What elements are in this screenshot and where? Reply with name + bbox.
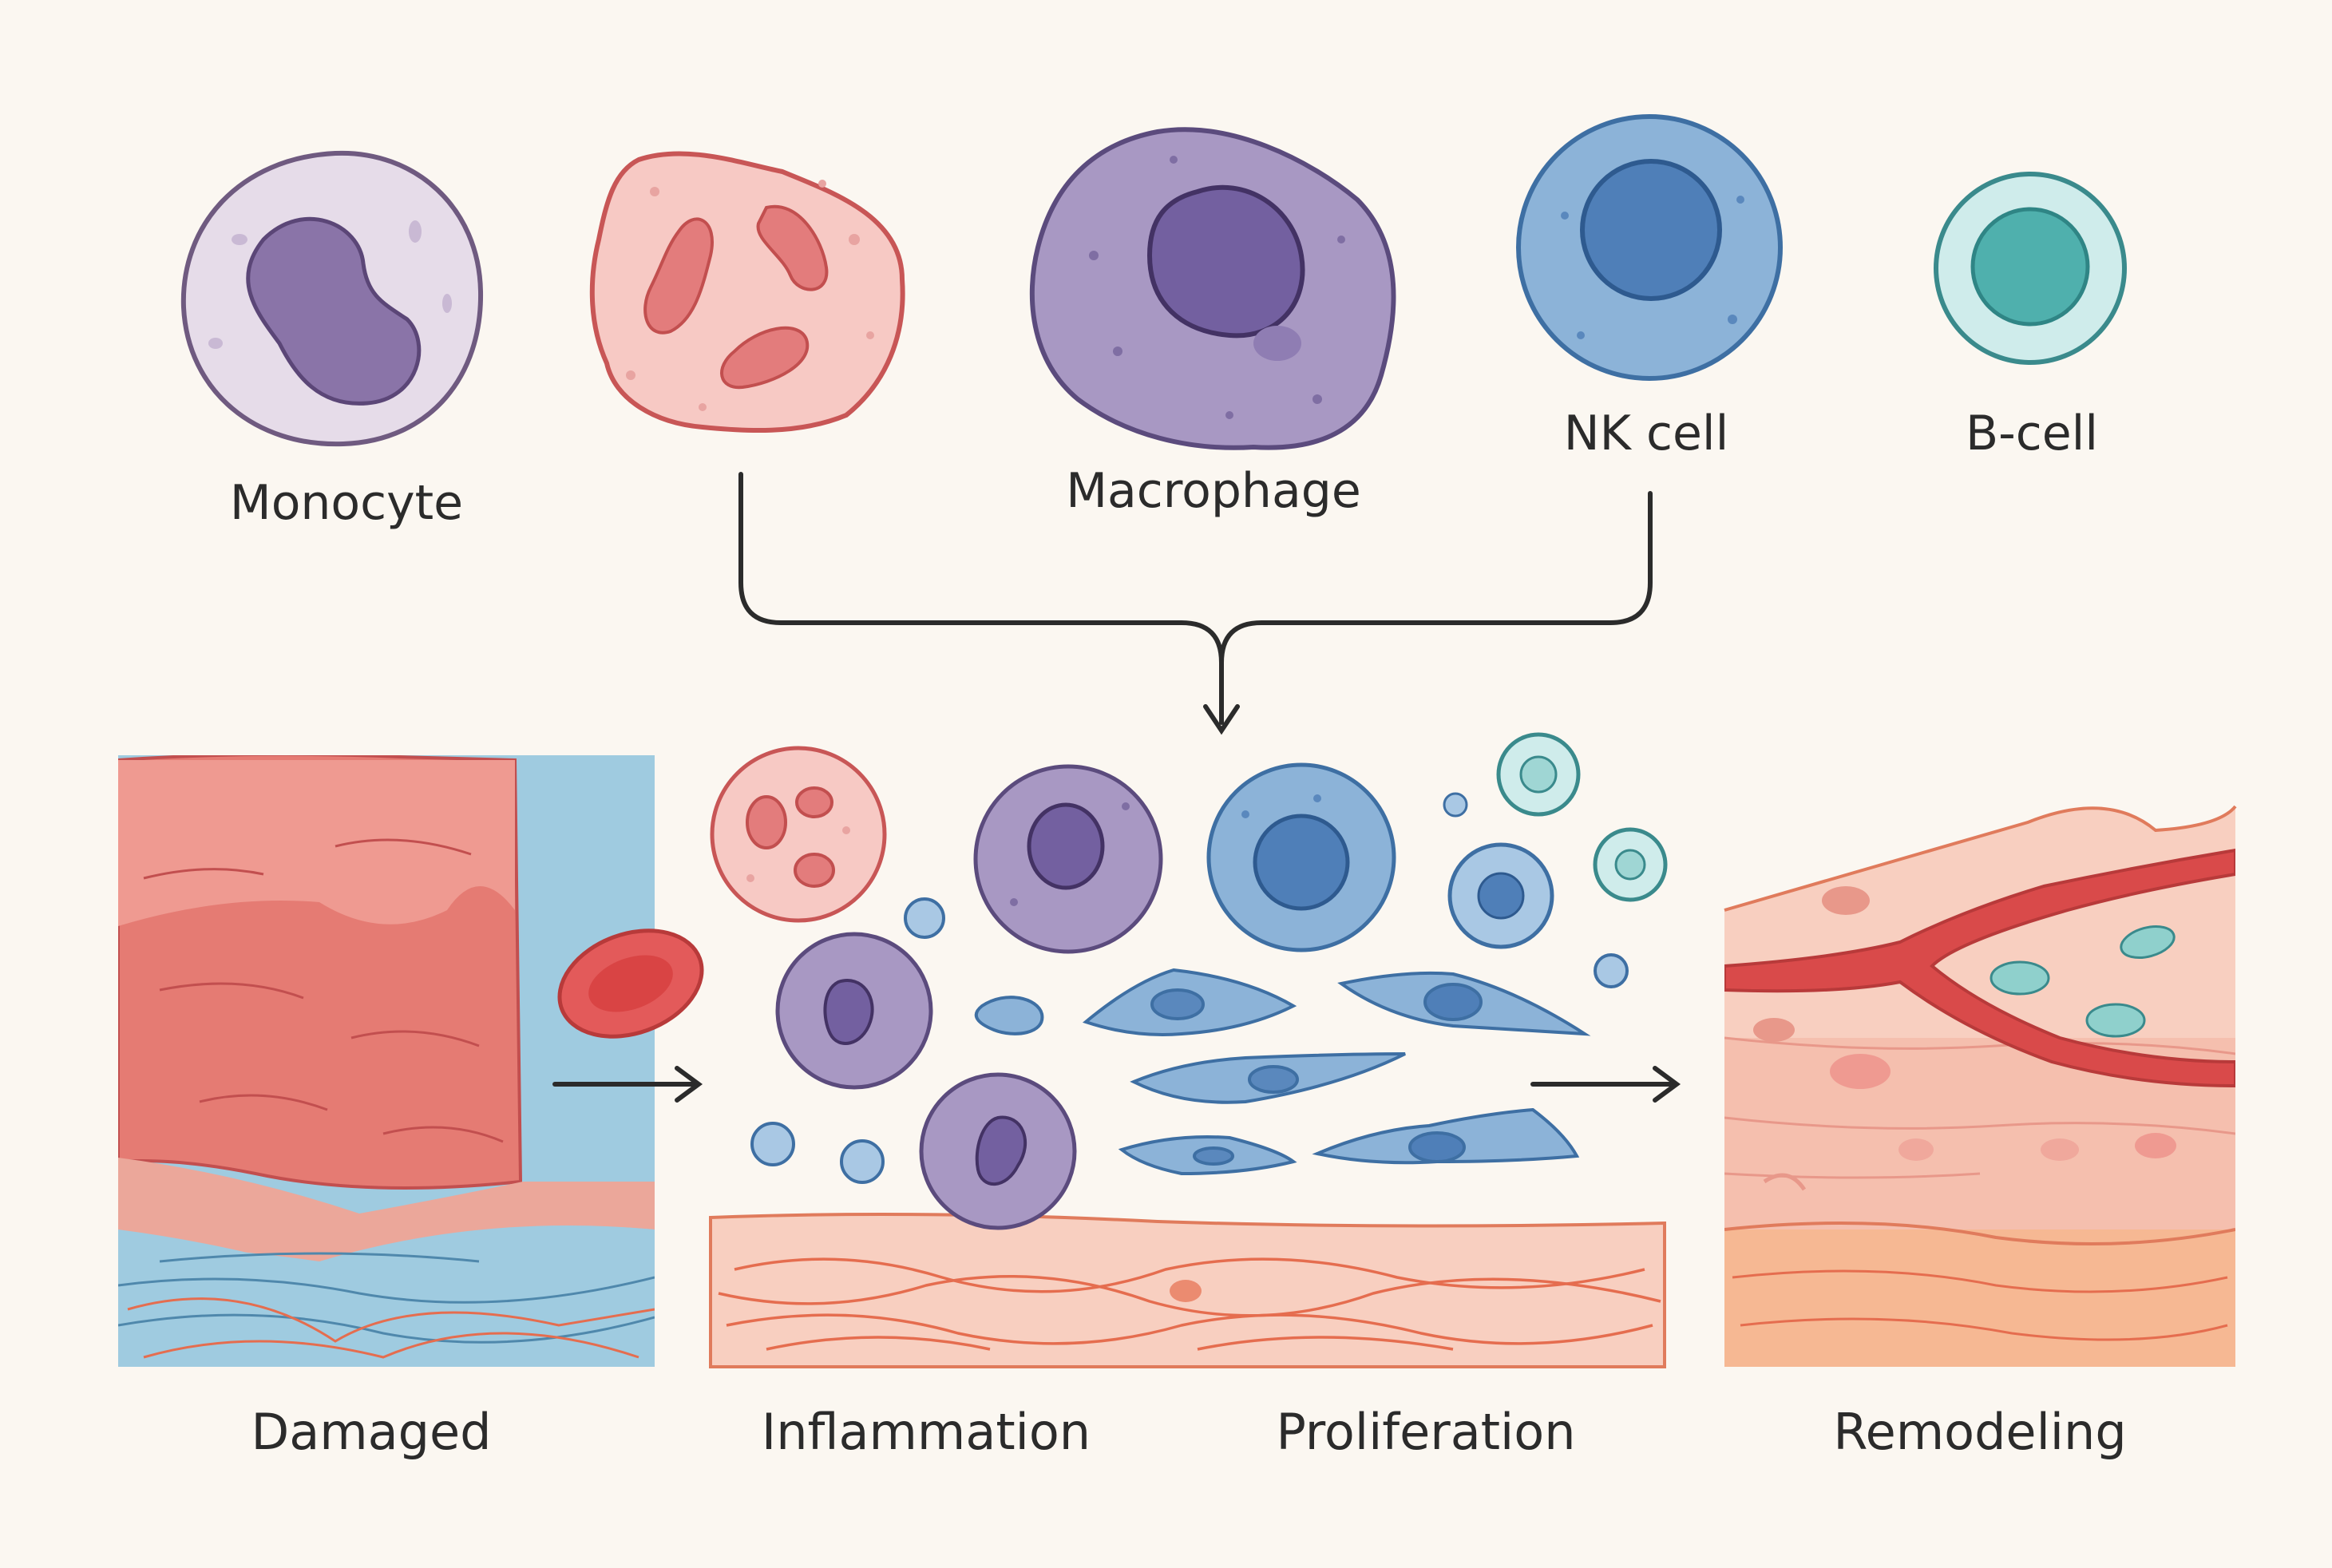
b-cell xyxy=(1934,172,2127,365)
small-cells xyxy=(750,897,1629,1184)
infiltrating-monocyte-2 xyxy=(919,1072,1077,1230)
infiltrating-nk-cell xyxy=(1206,762,1396,952)
macrophage-label: Macrophage xyxy=(1066,463,1360,519)
proliferating-lymphocytes xyxy=(1443,732,1668,949)
monocyte-cell xyxy=(180,150,484,447)
inflammation-label: Inflammation xyxy=(762,1403,1091,1461)
convergence-bracket xyxy=(738,472,1653,735)
arrow-damaged-to-inflammation xyxy=(552,1066,703,1103)
red-blood-cell xyxy=(557,929,704,1039)
nk-cell-label: NK cell xyxy=(1564,406,1729,461)
infiltrating-monocyte-1 xyxy=(775,932,933,1090)
neutrophil-cell xyxy=(589,151,905,434)
damaged-label: Damaged xyxy=(251,1403,492,1461)
proliferation-label: Proliferation xyxy=(1276,1403,1575,1461)
nk-cell xyxy=(1516,114,1783,381)
damaged-tissue xyxy=(118,755,655,1367)
b-cell-label: B-cell xyxy=(1966,406,2098,461)
macrophage-cell xyxy=(1029,127,1396,450)
infiltrating-neutrophil xyxy=(710,746,887,923)
remodeled-tissue xyxy=(1724,805,2237,1367)
granulation-tissue xyxy=(709,1213,1666,1368)
monocyte-label: Monocyte xyxy=(230,475,463,531)
remodeling-label: Remodeling xyxy=(1833,1403,2126,1461)
fibroblasts xyxy=(1082,968,1591,1176)
arrow-proliferation-to-remodeling xyxy=(1530,1066,1681,1103)
infiltrating-macrophage xyxy=(973,764,1163,954)
small-cell-blob xyxy=(974,996,1044,1035)
